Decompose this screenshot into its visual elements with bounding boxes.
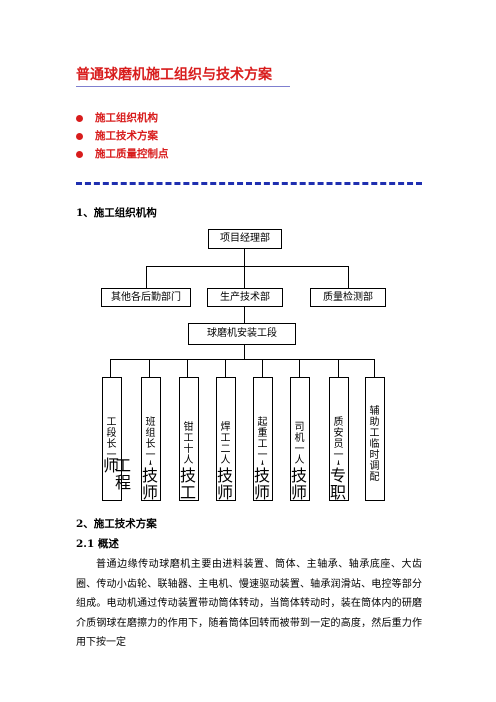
connector-line	[110, 359, 374, 360]
team-title: 技师	[288, 467, 307, 501]
team-role: 辅助工临时调配	[367, 404, 378, 482]
connector-line	[244, 345, 245, 359]
connector-line	[146, 266, 147, 288]
connector-line	[348, 266, 349, 288]
toc-label: 施工质量控制点	[95, 148, 169, 160]
connector-line	[244, 266, 245, 288]
connector-line	[374, 359, 375, 377]
team-title: 技师	[214, 467, 233, 501]
dashed-divider	[76, 182, 422, 185]
connector-line	[299, 359, 300, 377]
org-node-ball-mill-section: 球磨机安装工段	[188, 323, 296, 345]
section-heading-organization: 1、施工组织机构	[76, 207, 157, 219]
team-title: 技师	[139, 467, 158, 501]
connector-line	[244, 249, 245, 266]
document-title: 普通球磨机施工组织与技术方案	[76, 67, 272, 83]
bullet-icon	[76, 132, 83, 140]
team-title-cell: 技师	[288, 465, 310, 501]
team-title: 专职	[327, 467, 346, 501]
connector-line	[149, 359, 150, 377]
team-title-cell: 技师	[251, 465, 273, 501]
team-role: 焊工二人	[218, 421, 229, 465]
connector-line	[338, 359, 339, 377]
overview-paragraph: 普通边缘传动球磨机主要由进料装置、筒体、主轴承、轴承底座、大齿圈、传动小齿轮、联…	[76, 559, 422, 648]
connector-line	[187, 359, 188, 377]
team-title: 技师	[251, 467, 270, 501]
org-node-production-tech: 生产技术部	[207, 288, 283, 307]
team-title-cell: 技师	[214, 465, 236, 501]
team-role: 质安员一人	[331, 415, 342, 471]
bullet-icon	[76, 114, 83, 122]
team-role: 工段长一人	[104, 415, 115, 471]
org-node-quality-inspection: 质量检测部	[310, 288, 386, 307]
team-title-cell: 技工	[177, 465, 199, 501]
team-title-cell: 工程师	[100, 455, 131, 499]
org-node-project-department: 项目经理部	[208, 229, 282, 249]
connector-line	[146, 266, 348, 267]
org-node-logistics: 其他各后勤部门	[101, 288, 191, 307]
connector-line	[262, 359, 263, 377]
team-title-cell: 技师	[139, 465, 161, 501]
section-heading-technical-plan: 2、施工技术方案	[76, 518, 157, 530]
team-title: 工程师	[100, 457, 131, 491]
toc-item-technical-plan[interactable]: 施工技术方案	[76, 128, 158, 144]
toc-label: 施工组织机构	[95, 112, 158, 124]
connector-line	[225, 359, 226, 377]
team-role: 钳工十人	[181, 421, 192, 465]
bullet-icon	[76, 150, 83, 158]
team-title-cell: 专职	[327, 465, 349, 501]
subsection-heading-overview: 2.1 概述	[76, 538, 119, 550]
connector-line	[110, 359, 111, 377]
toc-item-organization[interactable]: 施工组织机构	[76, 110, 158, 126]
team-role: 起重工一人	[255, 415, 266, 471]
org-team-auxiliary: 辅助工临时调配	[365, 377, 385, 501]
connector-line	[244, 307, 245, 323]
toc-label: 施工技术方案	[95, 130, 158, 142]
team-role: 司机一人	[292, 421, 303, 465]
title-underline	[76, 86, 290, 87]
team-role: 班组长一人	[143, 415, 154, 471]
toc-item-quality-control[interactable]: 施工质量控制点	[76, 146, 169, 162]
team-title: 技工	[177, 467, 196, 501]
